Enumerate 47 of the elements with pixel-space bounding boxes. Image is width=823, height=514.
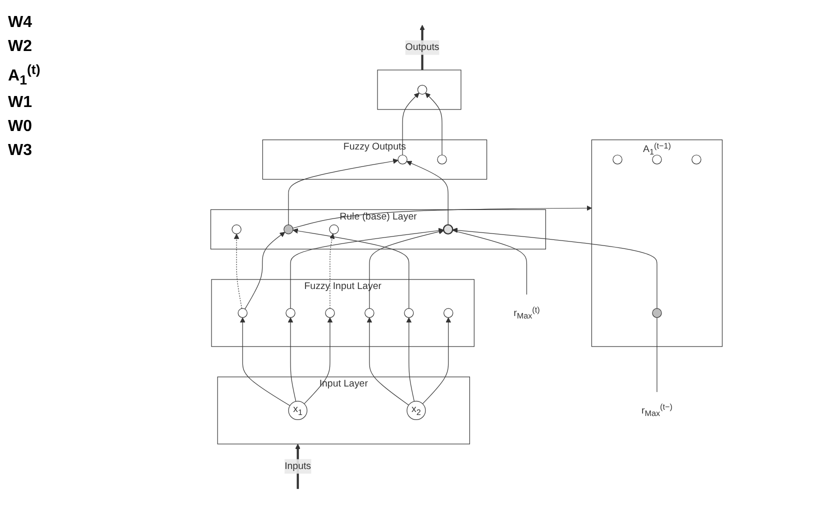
connector [452, 230, 528, 295]
node-circle [325, 308, 335, 318]
node-circle [652, 308, 662, 318]
node-circle: x$_{2}$ [406, 400, 426, 420]
node-circle [612, 154, 622, 164]
weight-label: W1 [8, 94, 33, 112]
node-circle [692, 154, 702, 164]
weight-label: W2 [8, 38, 33, 56]
weight-label: W4 [8, 14, 33, 32]
arrow [234, 234, 242, 309]
arrow [422, 317, 452, 404]
arrow [290, 228, 444, 309]
weight-label: W3 [8, 142, 33, 160]
node-circle [437, 154, 447, 164]
edge-label: Outputs [405, 42, 440, 52]
node-circle [442, 224, 454, 235]
node-circle [329, 224, 339, 234]
arrow [452, 228, 658, 309]
weight-label: W0 [8, 118, 33, 136]
node-circle [232, 224, 242, 234]
arrow [402, 92, 420, 156]
connector [656, 317, 658, 392]
node-circle [404, 308, 414, 318]
arrow [406, 317, 415, 402]
arrow [292, 205, 592, 228]
node-circle [364, 308, 374, 318]
arrow [240, 317, 290, 406]
arrow [406, 160, 448, 226]
node-circle [238, 308, 248, 318]
arrow [369, 229, 444, 309]
node-circle [652, 154, 662, 164]
arrow [366, 317, 409, 406]
node-circle [286, 308, 296, 318]
node-circle [417, 84, 428, 95]
arrow [425, 92, 442, 156]
cluster [377, 70, 462, 110]
arrow [304, 317, 333, 404]
arrow [330, 234, 335, 309]
node-circle [444, 308, 454, 318]
arrow [288, 317, 296, 402]
arrow [288, 158, 398, 226]
node-circle [284, 224, 294, 234]
arrow [244, 232, 286, 310]
node-circle [398, 154, 408, 164]
arrow [292, 228, 410, 309]
edge-label: Inputs [284, 461, 312, 472]
node-circle: x$_{1}$ [288, 400, 308, 420]
